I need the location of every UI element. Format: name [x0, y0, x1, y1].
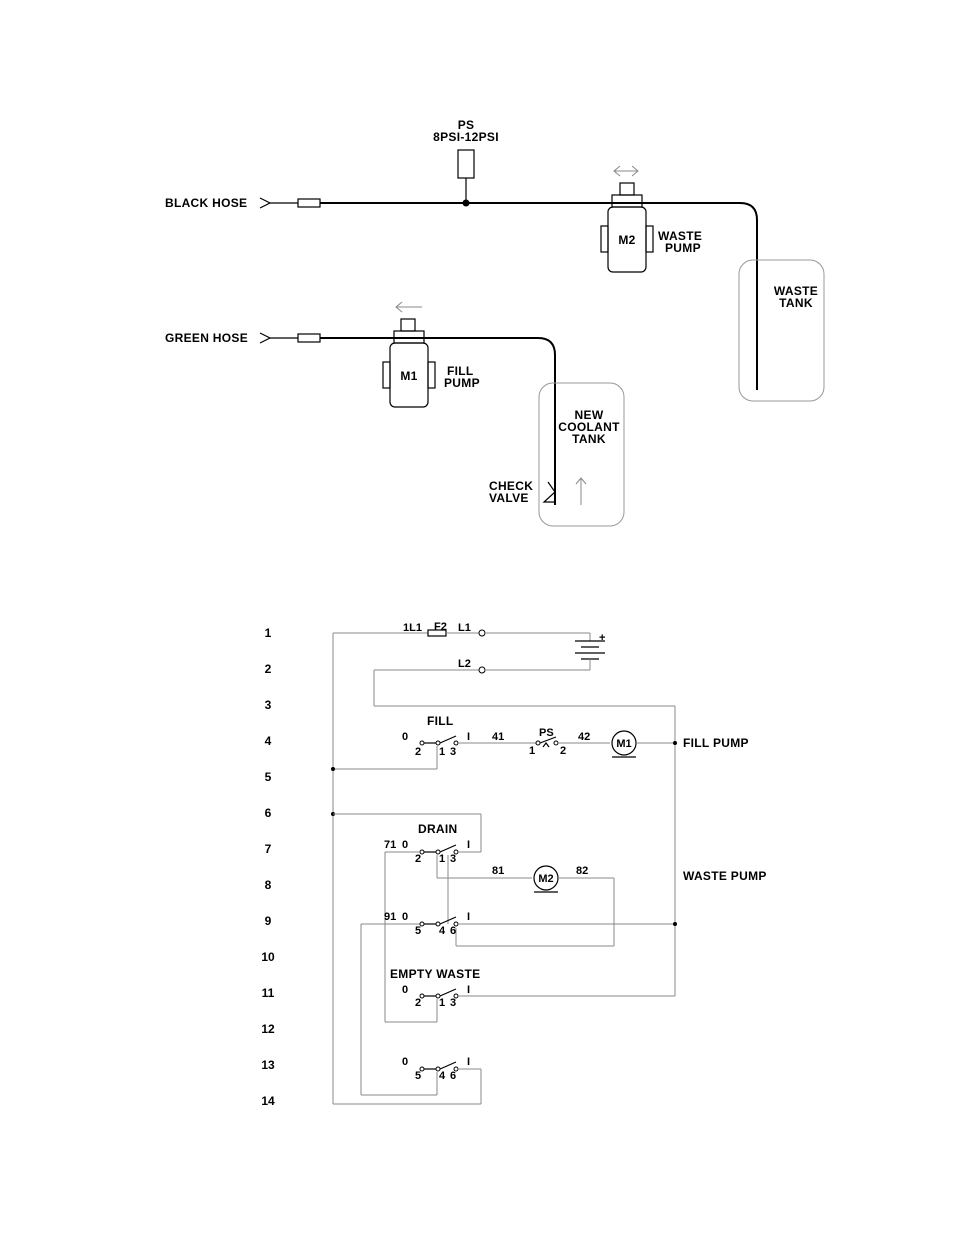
svg-text:4: 4 — [439, 1070, 446, 1082]
svg-text:L2: L2 — [458, 658, 471, 670]
green-hose-coupling — [298, 334, 320, 342]
waste-tank — [739, 260, 824, 401]
svg-text:1L1: 1L1 — [403, 622, 422, 634]
svg-text:82: 82 — [576, 865, 588, 877]
svg-text:1: 1 — [439, 997, 445, 1009]
svg-text:42: 42 — [578, 731, 590, 743]
svg-text:2: 2 — [415, 853, 421, 865]
row-number: 13 — [261, 1058, 275, 1072]
row-number: 7 — [265, 842, 272, 856]
pressure-switch — [458, 150, 474, 178]
fill-pump-output-label: FILL PUMP — [683, 736, 749, 750]
svg-text:I: I — [467, 1056, 470, 1068]
waste-pump-output-label: WASTE PUMP — [683, 869, 767, 883]
svg-text:0: 0 — [402, 984, 408, 996]
svg-text:PS: PS — [539, 727, 554, 739]
svg-text:5: 5 — [415, 925, 421, 937]
terminal-l2 — [479, 667, 485, 673]
svg-text:3: 3 — [450, 853, 456, 865]
row-number: 2 — [265, 662, 272, 676]
svg-text:3: 3 — [450, 746, 456, 758]
svg-text:2: 2 — [415, 997, 421, 1009]
black-hose-connector — [260, 198, 270, 208]
empty-waste-switch-label: EMPTY WASTE — [390, 967, 480, 981]
svg-text:1: 1 — [439, 853, 445, 865]
green-hose-label: GREEN HOSE — [165, 331, 248, 345]
svg-text:2: 2 — [415, 746, 421, 758]
row-number: 10 — [261, 950, 275, 964]
svg-text:81: 81 — [492, 865, 504, 877]
svg-text:PUMP: PUMP — [444, 376, 480, 390]
svg-text:4: 4 — [439, 925, 446, 937]
svg-text:71: 71 — [384, 839, 396, 851]
svg-text:I: I — [467, 911, 470, 923]
svg-text:I: I — [467, 984, 470, 996]
fill-switch-label: FILL — [427, 714, 454, 728]
row-number: 11 — [262, 986, 275, 1000]
svg-text:0: 0 — [402, 1056, 408, 1068]
ps-range-label: 8PSI-12PSI — [433, 130, 499, 144]
electrical-schematic: 1 2 3 4 5 6 7 8 9 10 11 12 13 14 1L1 F2 … — [261, 621, 766, 1108]
svg-text:M1: M1 — [616, 738, 631, 750]
row-number: 8 — [265, 878, 272, 892]
row-number: 1 — [265, 626, 272, 640]
terminal-l1 — [479, 630, 485, 636]
svg-text:1: 1 — [439, 746, 445, 758]
svg-text:3: 3 — [450, 997, 456, 1009]
svg-text:6: 6 — [450, 925, 456, 937]
svg-text:M2: M2 — [538, 873, 553, 885]
row-number: 6 — [265, 806, 272, 820]
row-number: 5 — [265, 770, 272, 784]
row-number: 12 — [261, 1022, 275, 1036]
svg-text:0: 0 — [402, 911, 408, 923]
svg-text:F2: F2 — [434, 621, 447, 633]
svg-text:41: 41 — [492, 731, 504, 743]
row-number: 9 — [265, 914, 272, 928]
drain-switch-label: DRAIN — [418, 822, 458, 836]
svg-text:6: 6 — [450, 1070, 456, 1082]
svg-text:TANK: TANK — [779, 296, 813, 310]
black-hose-coupling — [298, 199, 320, 207]
svg-text:91: 91 — [384, 911, 396, 923]
black-hose-label: BLACK HOSE — [165, 196, 247, 210]
svg-text:VALVE: VALVE — [489, 491, 529, 505]
svg-text:I: I — [467, 839, 470, 851]
svg-text:PUMP: PUMP — [665, 241, 701, 255]
svg-text:0: 0 — [402, 839, 408, 851]
svg-text:M1: M1 — [400, 369, 417, 383]
svg-text:L1: L1 — [458, 622, 471, 634]
empty-waste-switch-contact — [440, 989, 456, 996]
row-number: 14 — [261, 1094, 275, 1108]
fill-switch-contact — [440, 736, 456, 743]
green-hose-connector — [260, 333, 270, 343]
svg-text:2: 2 — [560, 745, 566, 757]
svg-text:5: 5 — [415, 1070, 421, 1082]
row-number: 4 — [265, 734, 272, 748]
svg-text:+: + — [599, 632, 605, 644]
svg-text:1: 1 — [529, 745, 535, 757]
check-valve — [544, 482, 555, 502]
svg-text:I: I — [467, 731, 470, 743]
svg-text:M2: M2 — [618, 233, 635, 247]
svg-text:TANK: TANK — [572, 432, 606, 446]
drain-switch-contact — [440, 845, 456, 852]
svg-text:0: 0 — [402, 731, 408, 743]
hydraulic-schematic: PS 8PSI-12PSI BLACK HOSE M2 WASTE PUMP W… — [165, 118, 824, 526]
row-number: 3 — [265, 698, 272, 712]
empty-waste-switch-contact-2 — [440, 1062, 456, 1069]
